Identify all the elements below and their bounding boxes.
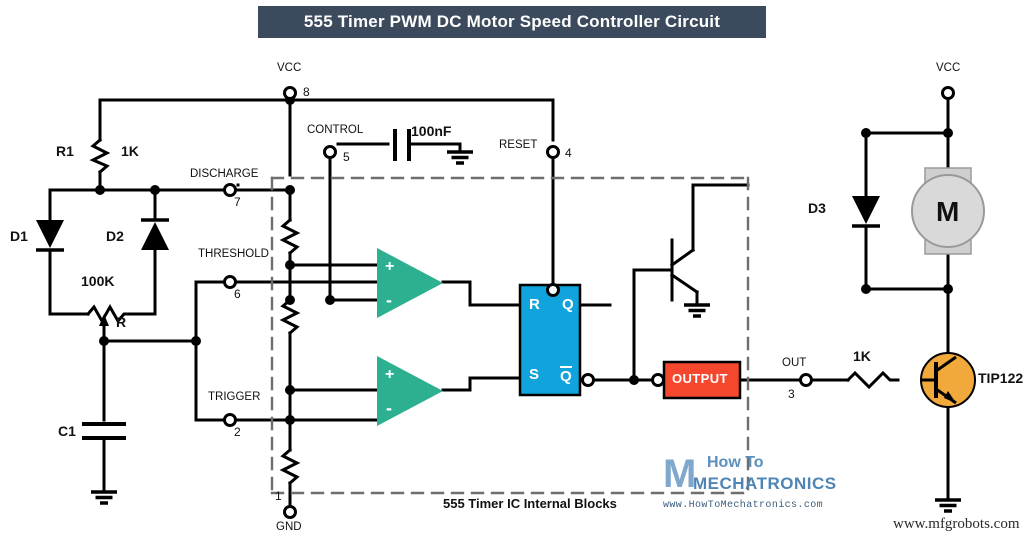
pin-number-8: 8 — [303, 85, 310, 99]
comparator-lower-minus: - — [386, 398, 392, 418]
output-stage-block — [662, 360, 742, 400]
label-vcc-left: VCC — [277, 62, 302, 74]
label-r1-ref: R1 — [56, 143, 74, 159]
watermark-brand-line1: How To — [707, 454, 764, 471]
diode-d3 — [852, 196, 880, 228]
label-r1-value: 1K — [121, 143, 139, 159]
ground-symbol-discharge — [682, 303, 712, 318]
pin-number-5: 5 — [343, 150, 350, 164]
diagram-title-bar: 555 Timer PWM DC Motor Speed Controller … — [258, 6, 766, 38]
label-control: CONTROL — [307, 124, 364, 136]
site-watermark: www.mfgrobots.com — [893, 516, 1020, 532]
comparator-lower-plus: + — [385, 366, 395, 383]
tip122-transistor-symbol — [920, 352, 976, 408]
watermark-brand-line2: MECHATRONICS — [693, 474, 837, 493]
pin-number-6: 6 — [234, 287, 241, 301]
label-motor: M — [936, 196, 960, 227]
label-discharge: DISCHARGE — [190, 168, 259, 180]
page-title: 555 Timer PWM DC Motor Speed Controller … — [303, 12, 721, 31]
pin-number-4: 4 — [565, 146, 572, 160]
label-out: OUT — [782, 357, 807, 369]
ground-symbol-tip122 — [933, 498, 963, 513]
label-trigger: TRIGGER — [208, 391, 261, 403]
label-vcc-right: VCC — [936, 62, 961, 74]
output-block-label: OUTPUT — [672, 371, 728, 386]
comparator-upper-plus: + — [385, 258, 395, 275]
wire-network — [48, 91, 950, 514]
flipflop-label-r: R — [529, 296, 540, 313]
diode-d2 — [141, 218, 169, 250]
label-gnd: GND — [276, 521, 302, 533]
label-c1: C1 — [58, 423, 76, 439]
label-tip122: TIP122 — [978, 370, 1024, 386]
dc-motor-symbol — [911, 167, 985, 255]
flipflop-label-qbar: Q — [560, 366, 572, 385]
ground-symbol-c1 — [89, 490, 119, 505]
pin-number-7: 7 — [234, 195, 241, 209]
pin-number-3: 3 — [788, 387, 795, 401]
label-d3: D3 — [808, 200, 826, 216]
ground-symbol-control-cap — [445, 150, 475, 165]
label-d1: D1 — [10, 228, 28, 244]
junction-dots — [95, 95, 953, 425]
flipflop-label-q: Q — [562, 296, 574, 313]
diode-d1 — [36, 220, 64, 252]
pin-number-2: 2 — [234, 425, 241, 439]
label-base-resistor-value: 1K — [853, 348, 871, 364]
flipflop-label-s: S — [529, 366, 540, 383]
howtomechatronics-watermark: M How To MECHATRONICS www.HowToMechatron… — [663, 452, 843, 522]
watermark-brand-url: www.HowToMechatronics.com — [663, 500, 824, 511]
label-pot-ref: R — [116, 314, 127, 330]
comparator-upper-minus: - — [386, 290, 392, 310]
comparator-lower — [377, 356, 443, 426]
ic-boundary-dashed — [270, 176, 750, 495]
label-d2: D2 — [106, 228, 124, 244]
label-control-cap-value: 100nF — [411, 123, 452, 139]
label-threshold: THRESHOLD — [198, 248, 269, 260]
label-pot-value: 100K — [81, 273, 115, 289]
pin-number-1: 1 — [275, 489, 282, 503]
watermark-brand-m: M — [663, 452, 697, 496]
label-reset: RESET — [499, 139, 538, 151]
ic-internal-blocks-caption: 555 Timer IC Internal Blocks — [443, 496, 617, 511]
pin-terminals — [223, 86, 955, 519]
comparator-upper — [377, 248, 443, 318]
